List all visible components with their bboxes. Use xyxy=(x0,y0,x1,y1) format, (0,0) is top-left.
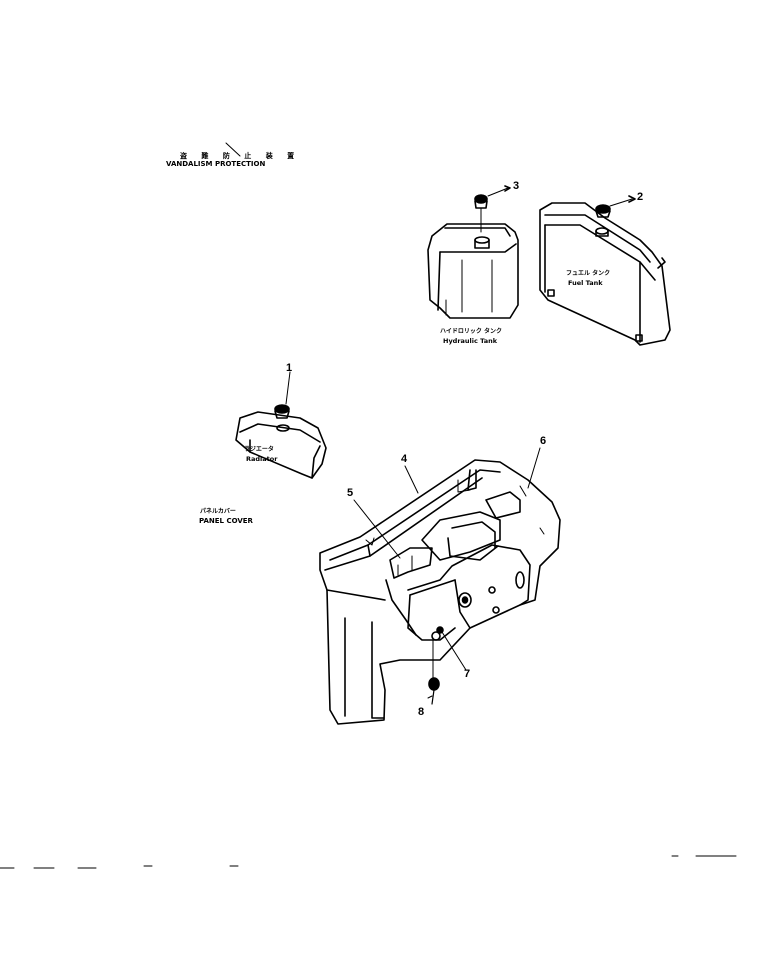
callout-5: 5 xyxy=(347,487,354,499)
leader-5 xyxy=(353,499,401,559)
radiator-en: Radiator xyxy=(246,455,278,463)
fuel-tank-drawing xyxy=(539,202,671,346)
title-en: VANDALISM PROTECTION xyxy=(166,160,266,168)
fuel-tank-jp: フュエル タンク xyxy=(566,270,611,277)
lock-7-drawing xyxy=(436,626,467,671)
hydraulic-tank-en: Hydraulic Tank xyxy=(443,337,498,345)
radiator-jp: ラジエータ xyxy=(244,446,274,453)
scan-marks xyxy=(0,855,737,869)
cap-1-drawing xyxy=(274,371,291,419)
callout-8: 8 xyxy=(418,706,425,718)
cap-3-drawing xyxy=(474,185,511,233)
cap-2-drawing xyxy=(595,195,636,218)
callout-3: 3 xyxy=(513,180,520,192)
panel-cover-drawing xyxy=(319,459,561,725)
callout-1: 1 xyxy=(286,362,293,374)
callout-7: 7 xyxy=(464,668,471,680)
title-jp: 盗 難 防 止 装 置 xyxy=(180,152,301,160)
panel-cover-en: PANEL COVER xyxy=(199,517,253,525)
hydraulic-tank-jp: ハイドロリック タンク xyxy=(440,328,502,335)
panel-cover-jp: パネルカバー xyxy=(200,508,236,515)
callout-4: 4 xyxy=(401,453,408,465)
callout-2: 2 xyxy=(637,191,644,203)
hydraulic-tank-drawing xyxy=(427,223,519,319)
leader-6 xyxy=(527,447,541,489)
radiator-drawing xyxy=(235,411,327,479)
callout-6: 6 xyxy=(540,435,547,447)
leader-title xyxy=(225,142,241,157)
leader-4 xyxy=(404,465,419,494)
key-8-drawing xyxy=(427,639,440,705)
fuel-tank-en: Fuel Tank xyxy=(568,279,603,287)
